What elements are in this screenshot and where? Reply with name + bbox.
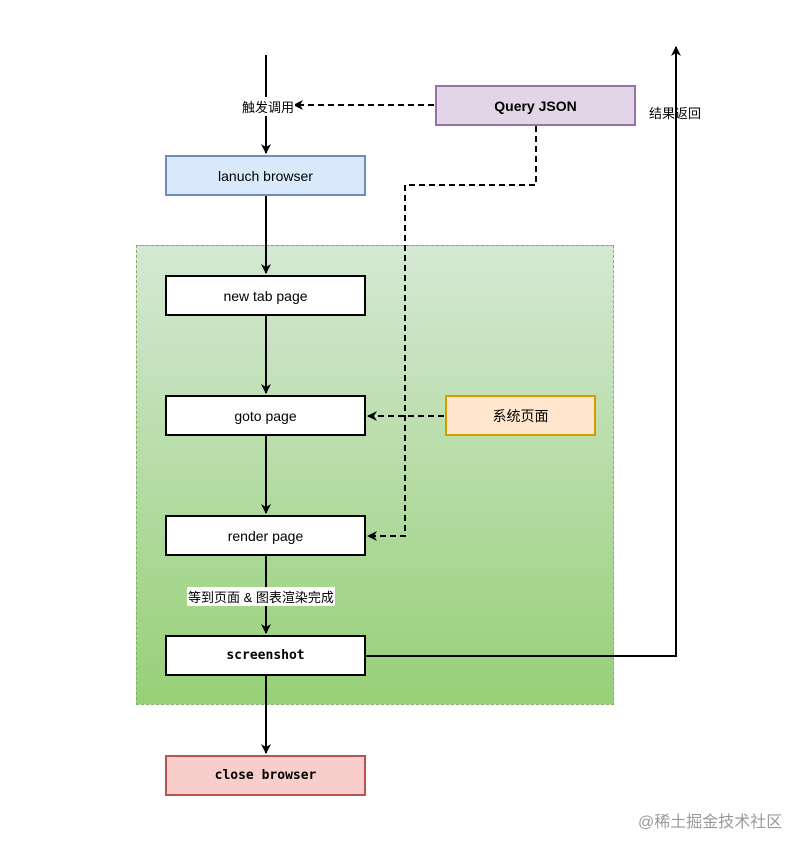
label-result-return: 结果返回 [649,106,702,121]
edge-screenshot-to-return [366,46,681,657]
node-render-page[interactable]: render page [165,515,366,556]
edge-query-to-render [367,126,537,541]
node-query-json[interactable]: Query JSON [435,85,636,126]
node-goto-page[interactable]: goto page [165,395,366,436]
label-trigger-call: 触发调用 [241,97,296,116]
node-new-tab-page[interactable]: new tab page [165,275,366,316]
label-wait-render: 等到页面 & 图表渲染完成 [187,587,335,606]
node-screenshot[interactable]: screenshot [165,635,366,676]
watermark-text: @稀土掘金技术社区 [638,814,783,831]
node-close-browser[interactable]: close browser [165,755,366,796]
node-launch-browser[interactable]: lanuch browser [165,155,366,196]
render-pipeline-group [136,245,614,705]
node-system-page[interactable]: 系统页面 [445,395,596,436]
